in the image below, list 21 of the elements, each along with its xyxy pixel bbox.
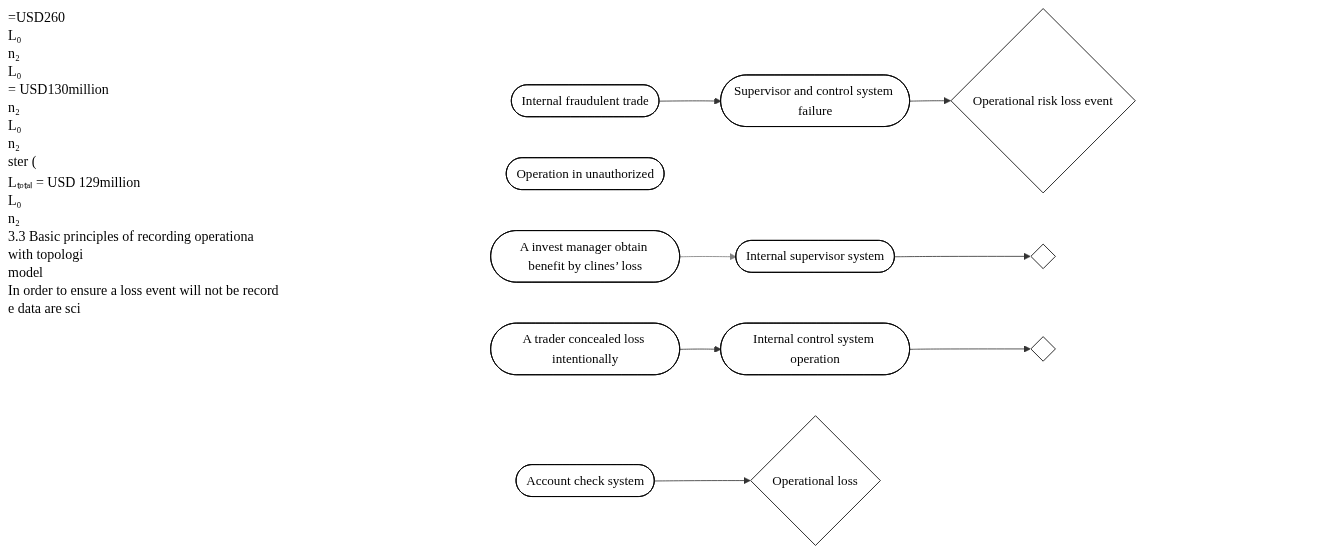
label-text: n₂ <box>8 100 21 116</box>
node-diamond <box>1030 243 1056 270</box>
label-text: = USD130million <box>8 82 110 98</box>
label-text: In order to ensure a loss event will not be record <box>8 283 280 299</box>
label-text: Lₜₒₜₐₗ = USD 129million <box>8 174 142 191</box>
label-text: L₀ <box>8 28 23 44</box>
label-text: e data are sci <box>8 301 82 317</box>
node-diamond: Operational loss <box>750 415 881 546</box>
label-text: n₂ <box>8 136 21 152</box>
label-text: with topologi <box>8 247 85 263</box>
label-text: L₀ <box>8 193 23 209</box>
label-text: L₀ <box>8 64 23 80</box>
label-text: 3.3 Basic principles of recording operationa <box>8 229 255 245</box>
label-text: model <box>8 265 44 281</box>
label-text: =USD260 <box>8 10 66 26</box>
label-text: L₀ <box>8 118 23 134</box>
node-diamond <box>1030 336 1056 362</box>
label-text: n₂ <box>8 46 21 62</box>
node-diamond: Operational risk loss event <box>950 8 1136 194</box>
label-text: ster ( <box>8 154 38 170</box>
label-text: n₂ <box>8 211 21 227</box>
